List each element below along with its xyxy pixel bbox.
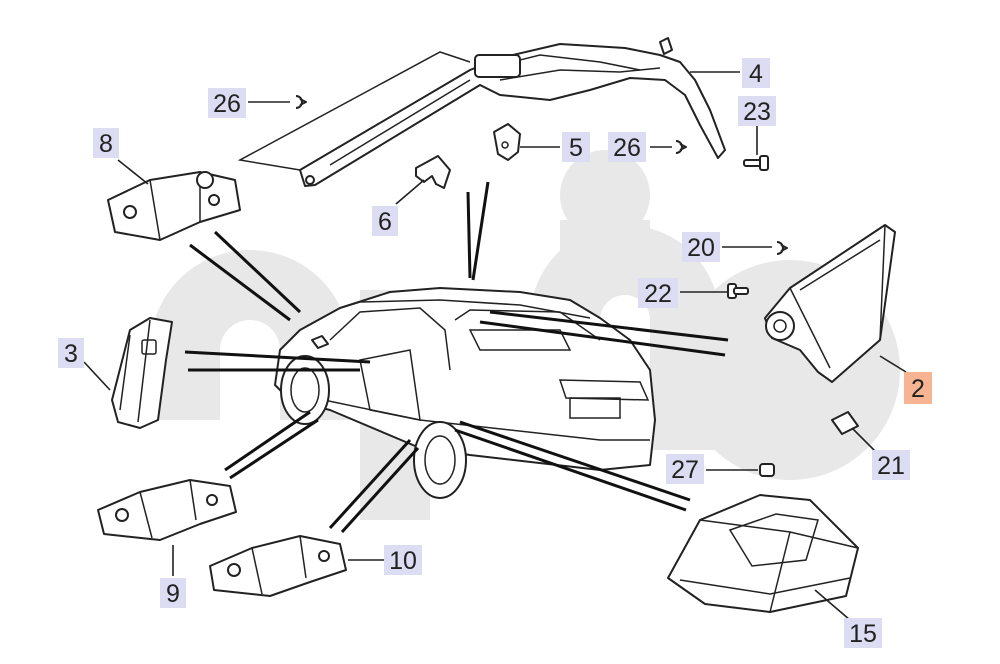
svg-text:23: 23 xyxy=(743,98,771,126)
callout-22: 22 xyxy=(638,278,678,308)
svg-text:4: 4 xyxy=(749,60,763,88)
sensor-8 xyxy=(107,171,241,241)
callout-20: 20 xyxy=(682,232,720,262)
callout-21: 21 xyxy=(872,450,910,480)
screw-22 xyxy=(727,283,749,299)
sensor-10 xyxy=(209,535,347,597)
clip-6 xyxy=(415,155,451,189)
svg-text:9: 9 xyxy=(166,580,180,608)
callout-23: 23 xyxy=(738,96,776,126)
callout-9: 9 xyxy=(160,578,186,608)
svg-text:2: 2 xyxy=(911,375,925,403)
clip-20 xyxy=(776,241,788,255)
svg-text:26: 26 xyxy=(213,90,241,118)
nut-27 xyxy=(759,463,775,477)
callout-27: 27 xyxy=(666,454,704,484)
leader-lines xyxy=(83,71,907,621)
svg-text:10: 10 xyxy=(389,547,417,575)
svg-text:21: 21 xyxy=(877,452,905,480)
callout-5: 5 xyxy=(562,132,590,162)
control-module-15 xyxy=(667,494,859,613)
svg-text:15: 15 xyxy=(849,620,877,648)
svg-text:22: 22 xyxy=(644,280,672,308)
sensor-9 xyxy=(97,479,237,541)
svg-text:20: 20 xyxy=(687,234,715,262)
callout-26-right: 26 xyxy=(608,132,646,162)
passenger-airbag-2 xyxy=(764,224,896,383)
callout-15: 15 xyxy=(844,618,882,648)
callout-3: 3 xyxy=(58,338,84,368)
clip-26-right xyxy=(675,140,687,154)
svg-text:27: 27 xyxy=(671,456,699,484)
bolt-23 xyxy=(743,155,769,171)
svg-text:3: 3 xyxy=(64,340,78,368)
car-outline xyxy=(274,287,656,499)
curtain-airbag xyxy=(237,37,726,187)
callout-10: 10 xyxy=(384,545,422,575)
svg-text:26: 26 xyxy=(613,134,641,162)
svg-text:5: 5 xyxy=(569,134,583,162)
svg-text:8: 8 xyxy=(99,130,113,158)
callout-8: 8 xyxy=(93,128,119,158)
bracket-5 xyxy=(493,123,521,161)
callout-6: 6 xyxy=(372,206,398,236)
callout-4: 4 xyxy=(742,58,770,88)
side-module-3 xyxy=(111,317,173,429)
pointer-lines xyxy=(184,181,729,534)
clip-26-upper xyxy=(295,95,307,109)
callout-26-upper: 26 xyxy=(208,88,246,118)
svg-text:6: 6 xyxy=(378,208,392,236)
callout-2: 2 xyxy=(904,372,932,404)
